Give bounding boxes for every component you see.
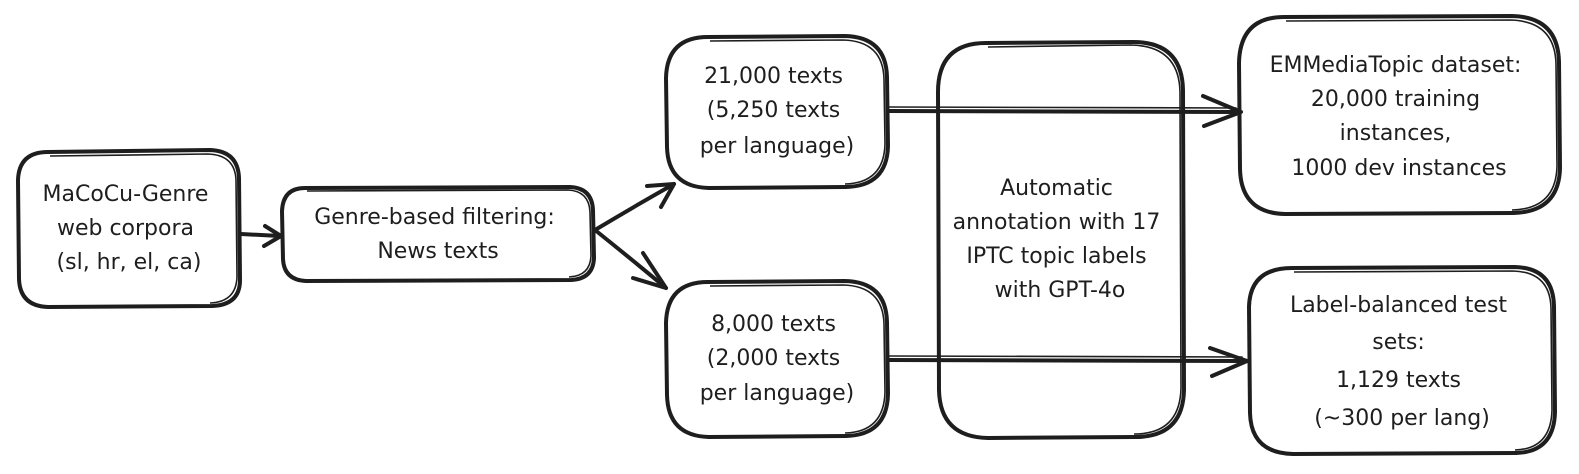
annotation-box bbox=[936, 40, 1186, 440]
source-line-2: web corpora bbox=[57, 216, 194, 241]
annotation-line-4: with GPT-4o bbox=[995, 278, 1126, 303]
test-subset-line-3: per language) bbox=[700, 381, 855, 406]
source-line-3: (sl, hr, el, ca) bbox=[57, 250, 202, 275]
test-output-line-2: sets: bbox=[1372, 330, 1425, 355]
test-output-box bbox=[1247, 265, 1557, 456]
train-output-line-2: 20,000 training bbox=[1311, 87, 1480, 112]
source-box bbox=[16, 148, 242, 309]
annotation-label: Automatic annotation with 17 IPTC topic … bbox=[953, 176, 1168, 303]
test-subset-line-1: 8,000 texts bbox=[711, 312, 836, 337]
train-output-box bbox=[1237, 14, 1562, 216]
arrow-filter-to-test-subset bbox=[593, 228, 668, 290]
train-output-line-1: EMMediaTopic dataset: bbox=[1270, 53, 1522, 78]
filter-line-2: News texts bbox=[377, 239, 498, 264]
train-subset-line-2: (5,250 texts bbox=[707, 98, 840, 123]
train-output-line-4: 1000 dev instances bbox=[1291, 156, 1506, 181]
arrow-filter-to-train-subset bbox=[593, 182, 676, 232]
annotation-line-3: IPTC topic labels bbox=[966, 244, 1146, 269]
filter-label: Genre-based filtering: News texts bbox=[314, 205, 562, 264]
test-output-line-1: Label-balanced test bbox=[1290, 293, 1507, 318]
arrow-source-to-filter bbox=[239, 224, 283, 248]
test-subset-box bbox=[664, 279, 890, 439]
test-subset-line-2: (2,000 texts bbox=[707, 346, 840, 371]
test-subset-label: 8,000 texts (2,000 texts per language) bbox=[700, 312, 855, 406]
arrow-train-subset-to-output bbox=[887, 94, 1243, 128]
annotation-line-2: annotation with 17 bbox=[953, 210, 1161, 235]
arrow-test-subset-to-output bbox=[887, 346, 1249, 378]
source-label: MaCoCu-Genre web corpora (sl, hr, el, ca… bbox=[43, 182, 216, 275]
test-output-line-4: (~300 per lang) bbox=[1314, 406, 1490, 431]
train-subset-label: 21,000 texts (5,250 texts per language) bbox=[700, 64, 855, 159]
test-output-label: Label-balanced test sets: 1,129 texts (~… bbox=[1290, 293, 1514, 431]
annotation-line-1: Automatic bbox=[1000, 176, 1113, 201]
train-subset-box bbox=[664, 34, 890, 190]
filter-box bbox=[280, 185, 596, 283]
filter-line-1: Genre-based filtering: bbox=[314, 205, 555, 230]
source-line-1: MaCoCu-Genre bbox=[43, 182, 209, 207]
train-output-line-3: instances, bbox=[1340, 121, 1452, 146]
test-output-line-3: 1,129 texts bbox=[1336, 368, 1461, 393]
train-subset-line-1: 21,000 texts bbox=[704, 64, 843, 89]
train-output-label: EMMediaTopic dataset: 20,000 training in… bbox=[1270, 53, 1529, 181]
train-subset-line-3: per language) bbox=[700, 134, 855, 159]
